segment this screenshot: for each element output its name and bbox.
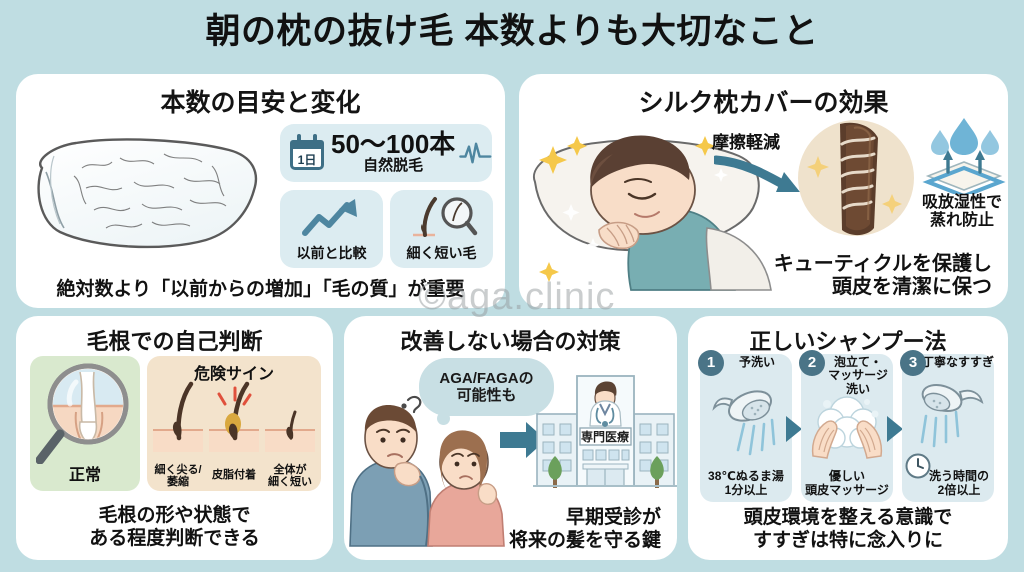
card-hair-count: 本数の目安と変化 — [16, 74, 505, 308]
card-clinic-footer-line2: 将来の髪を守る鍵 — [508, 529, 661, 551]
normal-follicle-panel: 正常 — [30, 356, 140, 491]
card-hair-root-check: 毛根での自己判断 正常 危険サイン — [16, 316, 333, 560]
worried-couple-illustration — [346, 388, 506, 548]
magnifier-hair-icon — [412, 197, 477, 237]
calendar-icon: 1日 — [288, 134, 326, 172]
step-1-heading: 予洗い — [724, 355, 790, 369]
shampoo-step-2: 2 泡立て・ マッサージ洗い 優しい 頭皮マッサージ — [799, 350, 893, 502]
step-1-caption: 38℃ぬるま湯 1分以上 — [700, 470, 792, 498]
daily-shed-count-pill: 1日 50〜100本 自然脱毛 — [280, 124, 492, 182]
card-shampoo-footer-line2: すすぎは特に念入りに — [752, 529, 943, 551]
compare-trend-pill: 以前と比較 — [280, 190, 383, 268]
step-2-caption: 優しい 頭皮マッサージ — [801, 470, 893, 498]
step-2-heading: 泡立て・ マッサージ洗い — [825, 355, 891, 396]
hospital-illustration: 専門医療 — [533, 368, 677, 496]
card-clinic-footer: 早期受診が 将来の髪を守る鍵 — [344, 507, 677, 552]
aga-speech-bubble: AGA/FAGAの 可能性も — [419, 358, 554, 425]
step-3-heading-line1: 丁寧なすすぎ — [922, 355, 995, 369]
clock-icon — [905, 453, 931, 479]
card-shampoo-footer: 頭皮環境を整える意識で すすぎは特に念入りに — [688, 507, 1008, 552]
danger-item-2: 全体が 細く短い — [261, 464, 319, 489]
moisture-absorption-illustration — [922, 114, 1006, 199]
danger-item-2-line1: 全体が — [273, 464, 307, 477]
bubble-line2: 可能性も — [456, 387, 517, 404]
normal-label: 正常 — [68, 467, 101, 484]
card-shampoo-title: 正しいシャンプー法 — [749, 329, 947, 354]
count-value: 50〜100本 — [331, 129, 456, 159]
step-1-badge: 1 — [698, 350, 724, 376]
shampoo-step-1: 1 予洗い 38℃ぬるま湯 1分以上 — [698, 350, 792, 502]
step-3-caption-line1: 洗う時間の — [928, 469, 989, 484]
compare-label: 以前と比較 — [296, 245, 367, 261]
card-silk-footer: キューティクルを保護し 頭皮を清潔に保つ — [519, 253, 1008, 300]
danger-item-0-line1: 細く尖る/ — [154, 464, 202, 477]
card-shampoo-footer-line1: 頭皮環境を整える意識で — [743, 507, 953, 529]
magnifier-normal-follicle-icon — [36, 363, 129, 464]
hospital-sign-text: 専門医療 — [581, 429, 629, 444]
card-hair-count-title: 本数の目安と変化 — [160, 89, 361, 117]
step-1-caption-line2: 1分以上 — [724, 483, 768, 498]
card-shampoo-method: 正しいシャンプー法 1 予洗い 38℃ぬるま湯 1分以上 2 泡立て・ マッサー… — [688, 316, 1008, 560]
card-hair-count-footer: 絶対数より「以前からの増加」「毛の質」が重要 — [56, 278, 465, 300]
pulse-icon — [459, 142, 492, 164]
step-3-caption-line2: 2倍以上 — [937, 483, 981, 498]
step-arrow-1 — [786, 416, 802, 442]
card-silk-pillowcase: シルク枕カバーの効果 — [519, 74, 1008, 308]
card-clinic-footer-line1: 早期受診が — [565, 507, 661, 529]
trend-up-icon — [301, 199, 357, 236]
card-root-footer-line2: ある程度判断できる — [89, 527, 260, 549]
card-clinic-title: 改善しない場合の対策 — [400, 329, 621, 354]
danger-sign-panel: 危険サイン — [147, 356, 321, 491]
humidity-label-line1: 吸放湿性で — [921, 194, 1002, 211]
danger-item-1: 皮脂付着 — [205, 469, 263, 482]
thin-hair-pill: 細く短い毛 — [390, 190, 493, 268]
danger-sign-title: 危険サイン — [193, 366, 274, 383]
danger-item-2-line2: 細く短い — [268, 476, 312, 489]
page-title: 朝の枕の抜け毛 本数よりも大切なこと — [205, 12, 819, 51]
step-arrow-2 — [887, 416, 903, 442]
sleeping-person-illustration — [525, 112, 795, 292]
card-silk-footer-line1: キューティクルを保護し — [773, 252, 992, 275]
showerhead-rinse-icon — [920, 384, 984, 448]
thin-hair-label: 細く短い毛 — [406, 245, 477, 261]
right-arrow-icon — [500, 422, 546, 458]
step-2-caption-line1: 優しい — [828, 469, 865, 484]
step-2-caption-line2: 頭皮マッサージ — [805, 483, 889, 498]
count-sublabel: 自然脱毛 — [363, 157, 424, 174]
card-clinic-advice: 改善しない場合の対策 AGA/FAGAの 可能性も — [344, 316, 677, 560]
card-silk-footer-line2: 頭皮を清潔に保つ — [832, 276, 992, 299]
hands-lather-icon — [811, 396, 883, 459]
bubble-line1: AGA/FAGAの — [439, 369, 534, 387]
step-1-heading-line1: 予洗い — [738, 355, 775, 369]
pillow-illustration — [24, 116, 274, 266]
humidity-label-line2: 蒸れ防止 — [929, 212, 994, 230]
calendar-badge-label: 1日 — [297, 153, 317, 167]
danger-item-0: 細く尖る/ 萎縮 — [149, 464, 207, 489]
card-root-footer-line1: 毛根の形や状態で — [98, 505, 251, 527]
danger-item-0-line2: 萎縮 — [167, 476, 189, 489]
shampoo-step-3: 3 丁寧なすすぎ 洗う時間の 2倍以上 — [900, 350, 995, 502]
step-2-heading-line2: マッサージ洗い — [828, 368, 888, 396]
card-root-title: 毛根での自己判断 — [86, 329, 263, 354]
step-2-badge: 2 — [799, 350, 825, 376]
step-3-heading: 丁寧なすすぎ — [922, 355, 995, 369]
step-2-heading-line1: 泡立て・ — [833, 355, 882, 369]
humidity-label: 吸放湿性で 蒸れ防止 — [907, 194, 1008, 231]
card-root-footer: 毛根の形や状態で ある程度判断できる — [16, 505, 333, 550]
showerhead-icon — [712, 390, 776, 456]
friction-reduction-label: 摩擦軽減 — [712, 133, 780, 152]
danger-follicles-icon — [153, 381, 315, 452]
step-3-badge: 3 — [900, 350, 926, 376]
friction-arrow-icon — [714, 155, 800, 192]
card-silk-title: シルク枕カバーの効果 — [638, 89, 889, 117]
step-1-caption-line1: 38℃ぬるま湯 — [708, 469, 784, 484]
hair-cuticle-illustration — [794, 116, 919, 241]
danger-item-1-line1: 皮脂付着 — [212, 469, 256, 482]
step-3-caption: 洗う時間の 2倍以上 — [902, 470, 994, 498]
